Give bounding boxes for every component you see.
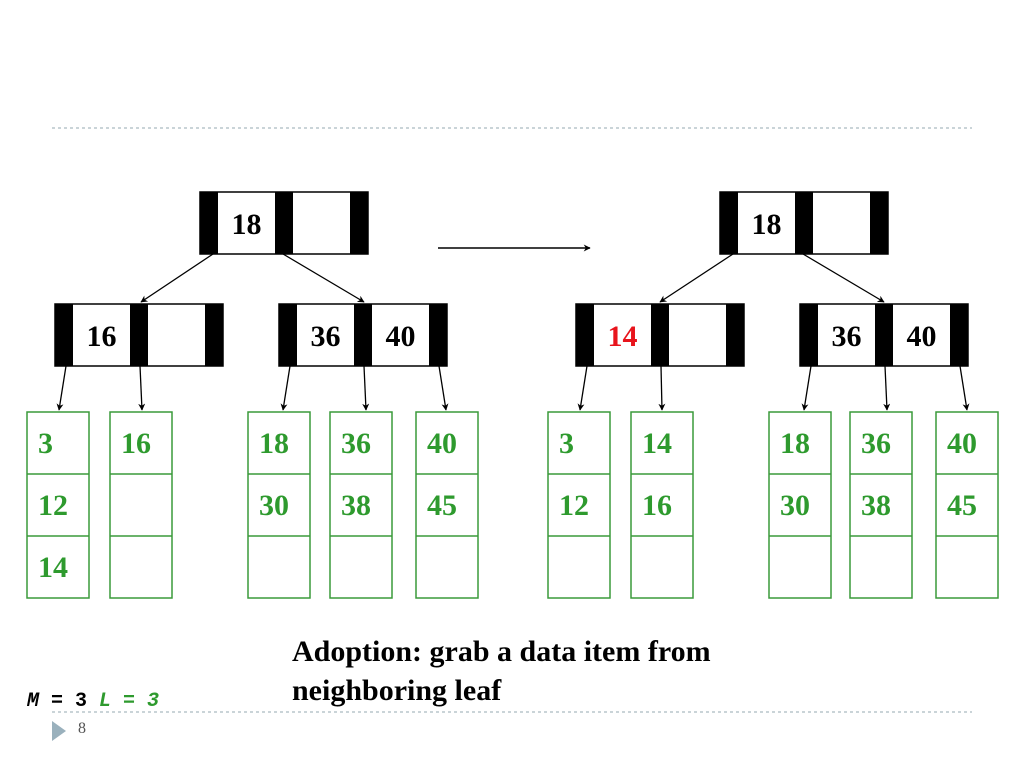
leaf-box — [415, 411, 479, 599]
pointer-arrow — [138, 365, 146, 411]
node-pointer-bar — [429, 304, 447, 366]
leaf-value: 16 — [642, 489, 672, 522]
triangle-right-icon — [52, 721, 66, 741]
node-pointer-bar — [576, 304, 594, 366]
node-key: 36 — [832, 320, 862, 353]
pointer-arrow — [280, 365, 291, 411]
leaf-node: 40 45 — [415, 411, 479, 599]
leaf-node: 3 12 — [547, 411, 611, 599]
leaf-box — [630, 411, 694, 599]
internal-node: 14 — [575, 303, 745, 367]
leaf-value: 18 — [259, 427, 289, 460]
node-key: 16 — [87, 320, 117, 353]
leaf-box — [26, 411, 90, 599]
leaf-value: 12 — [38, 489, 68, 522]
internal-node: 36 40 — [278, 303, 448, 367]
node-pointer-bar — [55, 304, 73, 366]
pointer-arrow — [282, 253, 365, 303]
node-pointer-bar — [651, 304, 669, 366]
leaf-value: 3 — [38, 427, 53, 460]
pointer-arrow — [801, 365, 812, 411]
leaf-node: 36 38 — [849, 411, 913, 599]
leaf-value: 16 — [121, 427, 151, 460]
leaf-value: 36 — [341, 427, 371, 460]
page-number: 8 — [78, 720, 86, 737]
pointer-arrow — [883, 365, 891, 411]
leaf-value: 36 — [861, 427, 891, 460]
param-m-value: = 3 — [39, 690, 100, 713]
pointer-arrow — [56, 365, 67, 411]
leaf-box — [849, 411, 913, 599]
internal-node: 16 — [54, 303, 224, 367]
node-pointer-bar — [795, 192, 813, 254]
pointer-arrow — [362, 365, 370, 411]
pointer-arrow — [140, 253, 214, 303]
node-pointer-bar — [720, 192, 738, 254]
root-node: 18 — [199, 191, 369, 255]
pointer-arrow — [802, 253, 885, 303]
node-pointer-bar — [205, 304, 223, 366]
node-pointer-bar — [200, 192, 218, 254]
node-pointer-bar — [950, 304, 968, 366]
pointer-arrow — [959, 365, 970, 411]
leaf-node: 40 45 — [935, 411, 999, 599]
leaf-box — [935, 411, 999, 599]
pointer-arrow — [577, 365, 588, 411]
node-key: 18 — [752, 208, 782, 241]
node-key: 40 — [907, 320, 937, 353]
pointer-arrow — [659, 253, 734, 303]
leaf-value: 45 — [427, 489, 457, 522]
node-key: 18 — [232, 208, 262, 241]
leaf-box — [768, 411, 832, 599]
pointer-arrow — [658, 365, 666, 411]
leaf-value: 14 — [38, 551, 68, 584]
root-node: 18 — [719, 191, 889, 255]
node-pointer-bar — [350, 192, 368, 254]
node-pointer-bar — [875, 304, 893, 366]
leaf-box — [329, 411, 393, 599]
leaf-box — [247, 411, 311, 599]
leaf-value: 38 — [341, 489, 371, 522]
leaf-value: 30 — [259, 489, 289, 522]
leaf-node: 36 38 — [329, 411, 393, 599]
leaf-value: 18 — [780, 427, 810, 460]
param-l-label: L = 3 — [99, 690, 160, 713]
leaf-value: 30 — [780, 489, 810, 522]
internal-node: 36 40 — [799, 303, 969, 367]
leaf-value: 14 — [642, 427, 672, 460]
leaf-value: 40 — [427, 427, 457, 460]
node-key: 36 — [311, 320, 341, 353]
node-pointer-bar — [800, 304, 818, 366]
leaf-node: 16 — [109, 411, 173, 599]
leaf-box — [109, 411, 173, 599]
node-key: 14 — [608, 320, 638, 353]
caption: Adoption: grab a data item from neighbor… — [292, 632, 812, 710]
leaf-box — [547, 411, 611, 599]
leaf-value: 38 — [861, 489, 891, 522]
param-m-label: M — [27, 690, 40, 713]
node-key: 40 — [386, 320, 416, 353]
caption-line-2: neighboring leaf — [292, 674, 502, 707]
leaf-value: 12 — [559, 489, 589, 522]
leaf-node: 14 16 — [630, 411, 694, 599]
node-pointer-bar — [279, 304, 297, 366]
leaf-node: 3 12 14 — [26, 411, 90, 599]
leaf-value: 45 — [947, 489, 977, 522]
caption-line-1: Adoption: grab a data item from — [292, 635, 711, 668]
leaf-value: 3 — [559, 427, 574, 460]
pointer-arrow — [438, 365, 449, 411]
node-pointer-bar — [275, 192, 293, 254]
leaf-value: 40 — [947, 427, 977, 460]
node-pointer-bar — [726, 304, 744, 366]
node-pointer-bar — [870, 192, 888, 254]
node-pointer-bar — [130, 304, 148, 366]
parameters-label: M = 3 L = 3 — [27, 690, 159, 713]
node-pointer-bar — [354, 304, 372, 366]
